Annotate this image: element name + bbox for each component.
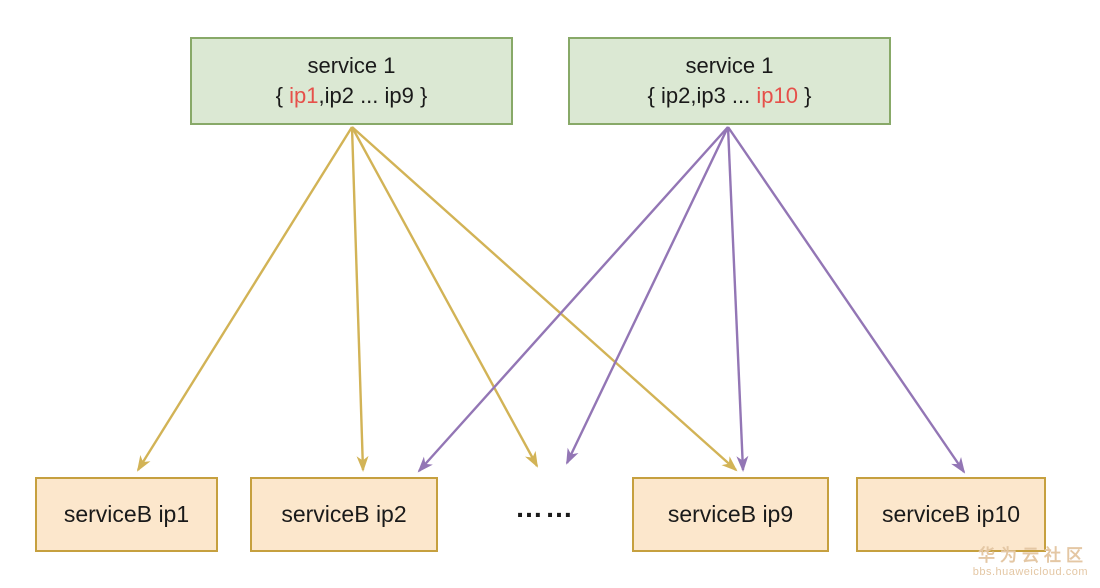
ip-set-suffix: }	[797, 83, 812, 108]
serviceB-ip2-label: serviceB ip2	[281, 501, 407, 527]
edge-service1-left-to-ellipsis	[350, 126, 539, 468]
ip-set-prefix: { ip2,ip3 ...	[647, 83, 757, 108]
edge-service1-right-to-ellipsis	[565, 126, 730, 465]
service1-left-ip-set: { ip1,ip2 ... ip9 }	[276, 81, 428, 111]
node-service1-left: service 1 { ip1,ip2 ... ip9 }	[190, 37, 513, 125]
ellipsis-more-nodes: ……	[515, 492, 575, 523]
node-serviceB-ip10: serviceB ip10	[856, 477, 1046, 552]
node-title: service 1	[307, 51, 395, 81]
node-title: service 1	[685, 51, 773, 81]
watermark-url: bbs.huaweicloud.com	[972, 566, 1088, 579]
ip-set-prefix: {	[275, 83, 290, 108]
edge-service1-right-to-serviceB-ip10	[727, 126, 966, 474]
ip-set-highlight: ip1	[289, 83, 319, 108]
edge-service1-right-to-serviceB-ip9	[726, 126, 749, 472]
edge-service1-left-to-serviceB-ip2	[350, 126, 369, 472]
serviceB-ip1-label: serviceB ip1	[63, 501, 190, 527]
ip-set-suffix: ,ip2 ... ip9 }	[318, 83, 428, 108]
edge-service1-left-to-serviceB-ip9	[351, 126, 738, 472]
node-serviceB-ip9: serviceB ip9	[632, 477, 829, 552]
serviceB-ip10-label: serviceB ip10	[881, 501, 1021, 527]
node-service1-right: service 1 { ip2,ip3 ... ip10 }	[568, 37, 891, 125]
edge-service1-left-to-serviceB-ip1	[136, 126, 354, 472]
node-serviceB-ip1: serviceB ip1	[35, 477, 218, 552]
ip-set-highlight: ip10	[756, 83, 798, 108]
service1-right-title: service 1	[685, 53, 774, 78]
service1-left-title: service 1	[307, 53, 396, 78]
edge-service1-right-to-serviceB-ip2	[417, 126, 729, 473]
watermark: 华为云社区 bbs.huaweicloud.com	[973, 545, 1088, 580]
node-serviceB-ip2: serviceB ip2	[250, 477, 438, 552]
service1-right-ip-set: { ip2,ip3 ... ip10 }	[648, 81, 812, 111]
serviceB-ip9-label: serviceB ip9	[667, 501, 794, 527]
watermark-title: 华为云社区	[978, 546, 1088, 565]
